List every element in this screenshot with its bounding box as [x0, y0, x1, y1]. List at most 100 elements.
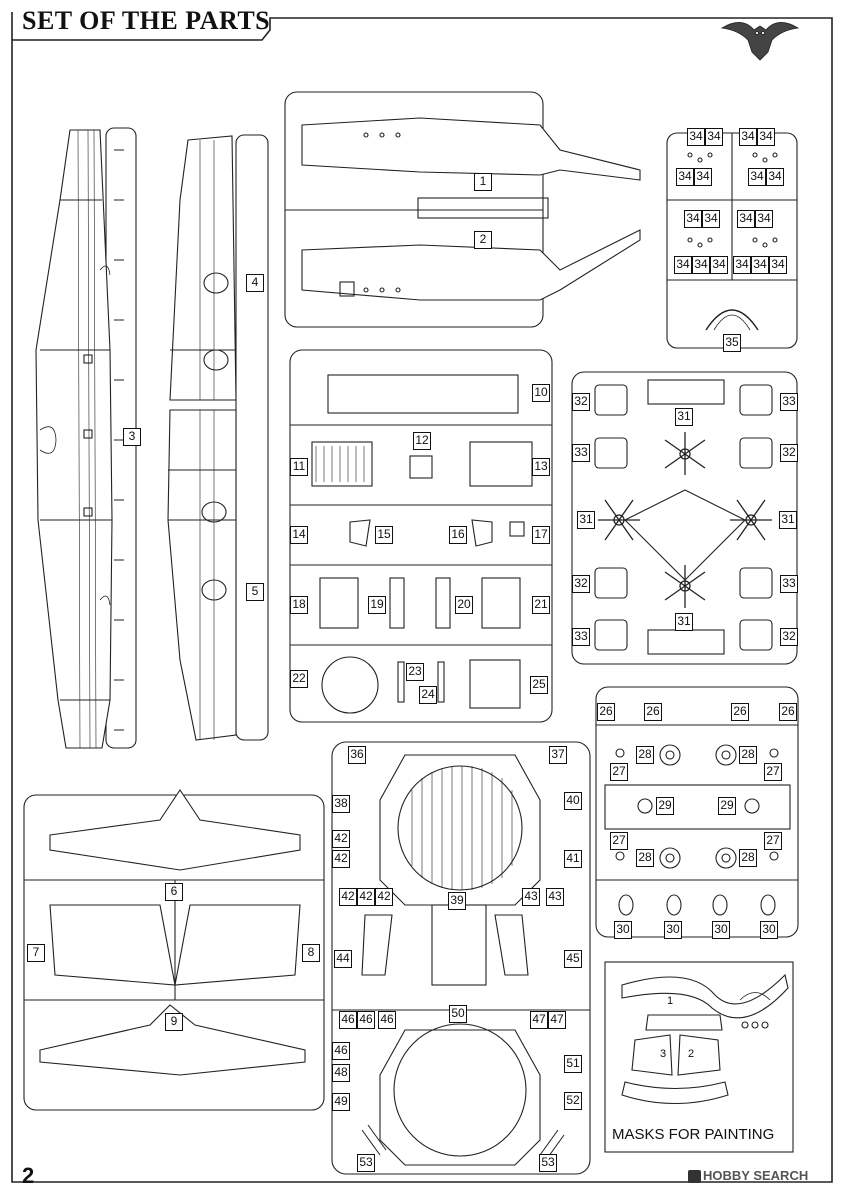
part-number-label: 33	[780, 575, 798, 593]
part-number-label: 29	[718, 797, 736, 815]
part-number-label: 42	[375, 888, 393, 906]
part-number-label: 23	[406, 663, 424, 681]
part-number-label: 21	[532, 596, 550, 614]
part-number-label: 15	[375, 526, 393, 544]
part-number-label: 33	[572, 444, 590, 462]
part-number-label: 34	[739, 128, 757, 146]
mask-number-1: 1	[667, 995, 674, 1007]
part-number-label: 12	[413, 432, 431, 450]
part-number-label: 32	[780, 628, 798, 646]
part-number-label: 16	[449, 526, 467, 544]
part-number-label: 19	[368, 596, 386, 614]
part-number-label: 51	[564, 1055, 582, 1073]
part-number-label: 44	[334, 950, 352, 968]
part-number-label: 43	[546, 888, 564, 906]
part-number-label: 30	[760, 921, 778, 939]
part-number-label: 26	[731, 703, 749, 721]
part-number-label: 34	[710, 256, 728, 274]
part-number-label: 20	[455, 596, 473, 614]
part-number-label: 32	[572, 393, 590, 411]
part-number-label: 10	[532, 384, 550, 402]
fuselage-sprue-1-2	[284, 91, 641, 328]
part-number-label: 40	[564, 792, 582, 810]
part-number-label: 42	[339, 888, 357, 906]
part-number-label: 26	[779, 703, 797, 721]
part-number-label: 32	[780, 444, 798, 462]
part-number-label: 28	[739, 746, 757, 764]
part-number-label: 30	[712, 921, 730, 939]
masks-label: MASKS FOR PAINTING	[612, 1126, 775, 1143]
part-number-label: 52	[564, 1092, 582, 1110]
part-number-label: 2	[474, 231, 492, 249]
part-number-label: 18	[290, 596, 308, 614]
part-number-label: 34	[769, 256, 787, 274]
part-number-label: 3	[123, 428, 141, 446]
page-number: 2	[22, 1163, 35, 1188]
part-number-label: 46	[378, 1011, 396, 1029]
part-number-label: 14	[290, 526, 308, 544]
part-number-label: 34	[733, 256, 751, 274]
part-number-label: 28	[636, 746, 654, 764]
wing-sprue-3	[35, 127, 137, 749]
part-number-label: 46	[332, 1042, 350, 1060]
part-number-label: 30	[614, 921, 632, 939]
part-number-label: 50	[449, 1005, 467, 1023]
part-number-label: 34	[692, 256, 710, 274]
part-number-label: 28	[739, 849, 757, 867]
part-number-label: 53	[357, 1154, 375, 1172]
part-number-label: 31	[779, 511, 797, 529]
part-number-label: 28	[636, 849, 654, 867]
part-number-label: 26	[644, 703, 662, 721]
part-number-label: 9	[165, 1013, 183, 1031]
part-number-label: 34	[676, 168, 694, 186]
part-number-label: 47	[530, 1011, 548, 1029]
sprue-6-9	[23, 789, 325, 1111]
part-number-label: 24	[419, 686, 437, 704]
part-number-label: 41	[564, 850, 582, 868]
part-number-label: 46	[339, 1011, 357, 1029]
part-number-label: 34	[674, 256, 692, 274]
part-number-label: 53	[539, 1154, 557, 1172]
watermark-text: HOBBY SEARCH	[703, 1168, 809, 1183]
sprue-31-33	[571, 371, 798, 665]
part-number-label: 34	[766, 168, 784, 186]
part-number-label: 7	[27, 944, 45, 962]
mask-number-3: 3	[660, 1048, 667, 1060]
part-number-label: 13	[532, 458, 550, 476]
part-number-label: 43	[522, 888, 540, 906]
part-number-label: 34	[737, 210, 755, 228]
part-number-label: 6	[165, 883, 183, 901]
part-number-label: 46	[357, 1011, 375, 1029]
part-number-label: 34	[702, 210, 720, 228]
part-number-label: 38	[332, 795, 350, 813]
part-number-label: 34	[684, 210, 702, 228]
part-number-label: 42	[332, 850, 350, 868]
part-number-label: 35	[723, 334, 741, 352]
part-number-label: 34	[755, 210, 773, 228]
part-number-label: 31	[577, 511, 595, 529]
part-number-label: 42	[357, 888, 375, 906]
part-number-label: 48	[332, 1064, 350, 1082]
part-number-label: 27	[764, 832, 782, 850]
masks-panel	[604, 961, 794, 1153]
owl-logo	[720, 22, 800, 61]
part-number-label: 11	[290, 458, 308, 476]
part-number-label: 22	[290, 670, 308, 688]
part-number-label: 34	[751, 256, 769, 274]
part-number-label: 5	[246, 583, 264, 601]
header: SET OF THE PARTS	[0, 0, 849, 44]
hobbysearch-logo-icon	[688, 1170, 701, 1184]
part-number-label: 27	[764, 763, 782, 781]
part-number-label: 32	[572, 575, 590, 593]
sprue-34-35	[666, 132, 798, 349]
part-number-label: 42	[332, 830, 350, 848]
part-number-label: 27	[610, 832, 628, 850]
page-frame	[11, 17, 833, 1183]
watermark: HOBBY SEARCH	[688, 1168, 809, 1184]
part-number-label: 17	[532, 526, 550, 544]
part-number-label: 1	[474, 173, 492, 191]
wing-sprue-4-5	[167, 134, 269, 741]
part-number-label: 36	[348, 746, 366, 764]
sprue-26-30	[595, 686, 799, 938]
mask-number-2: 2	[688, 1048, 695, 1060]
